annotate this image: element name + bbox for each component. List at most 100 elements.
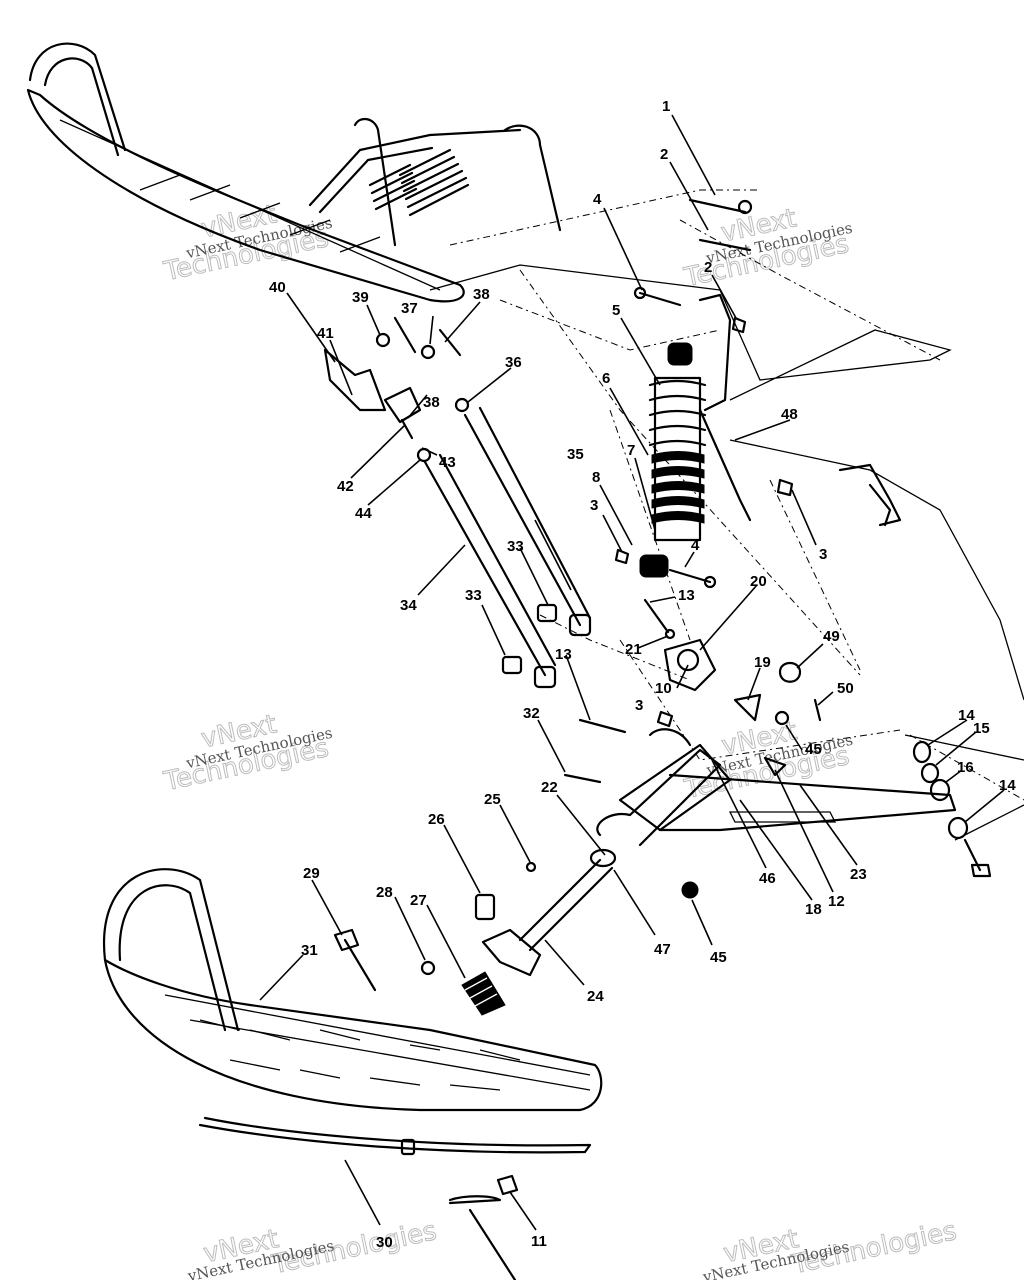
bolt-part-32 xyxy=(563,773,602,784)
ski-loop-part-31 xyxy=(102,868,240,1032)
callout-38-lower: 38 xyxy=(423,394,440,411)
nut-part-37 xyxy=(420,344,436,360)
shock-absorber xyxy=(614,198,794,728)
callout-26: 26 xyxy=(428,811,445,828)
callout-15: 15 xyxy=(973,720,990,737)
nut-part-21 xyxy=(664,628,676,640)
callout-8: 8 xyxy=(592,469,600,486)
callout-42: 42 xyxy=(337,478,354,495)
nut-part-3-left xyxy=(614,548,630,565)
spacer-part-15 xyxy=(920,762,940,784)
callout-13-upper: 13 xyxy=(678,587,695,604)
callout-29: 29 xyxy=(303,865,320,882)
callout-7: 7 xyxy=(627,442,635,459)
callout-31: 31 xyxy=(301,942,318,959)
spindle-part-24 xyxy=(518,858,602,942)
shock-top-bushing xyxy=(667,342,693,366)
callout-45-lower: 45 xyxy=(710,949,727,966)
nut-part-36 xyxy=(454,397,470,413)
callout-32: 32 xyxy=(523,705,540,722)
callout-22: 22 xyxy=(541,779,558,796)
callout-1: 1 xyxy=(662,98,670,115)
nut-part-28 xyxy=(420,960,436,976)
callout-18: 18 xyxy=(805,901,822,918)
callout-14-lower: 14 xyxy=(999,777,1016,794)
callout-16: 16 xyxy=(957,759,974,776)
callout-6: 6 xyxy=(602,370,610,387)
wear-bar-part-30 xyxy=(198,1116,592,1154)
rod-part-34-a xyxy=(423,460,547,677)
callout-38-upper: 38 xyxy=(473,286,490,303)
spring-part-27 xyxy=(461,971,506,1016)
bolt-part-1 xyxy=(688,198,747,214)
watermark-mid-right: vNext Technologies vNext Technologies xyxy=(681,716,855,806)
watermark-mid-left: vNext Technologies vNext Technologies xyxy=(160,709,334,798)
washer-part-14-upper xyxy=(912,740,932,764)
callout-34: 34 xyxy=(400,597,417,614)
lower-ski-assembly xyxy=(102,868,603,1280)
bolt-part-2 xyxy=(698,238,752,252)
callout-12: 12 xyxy=(828,893,845,910)
callout-40: 40 xyxy=(269,279,286,296)
callout-2: 2 xyxy=(660,146,668,163)
callout-25: 25 xyxy=(484,791,501,808)
watermarks: vNext Technologies vNext Technologies vN… xyxy=(160,199,959,1280)
callout-36: 36 xyxy=(505,354,522,371)
callout-19: 19 xyxy=(754,654,771,671)
bushing-part-33-upper xyxy=(536,603,558,623)
bolt-part-13-lower xyxy=(578,718,627,734)
bolt-part-25 xyxy=(525,861,537,873)
cotter-pin xyxy=(448,1195,502,1205)
callout-4-upper: 4 xyxy=(593,191,602,208)
nut-part-45-upper xyxy=(774,710,790,726)
bolt-part-4-upper xyxy=(638,291,682,307)
callout-47: 47 xyxy=(654,941,671,958)
bolt-part-13-upper xyxy=(643,598,670,634)
callout-4-lower: 4 xyxy=(691,537,700,554)
callout-2-b: 2 xyxy=(704,259,712,276)
callout-44: 44 xyxy=(355,505,372,522)
callout-49: 49 xyxy=(823,628,840,645)
bushing-part-16 xyxy=(929,778,951,802)
callout-45-upper: 45 xyxy=(805,741,822,758)
tie-rods xyxy=(323,316,592,689)
callout-14-upper: 14 xyxy=(958,707,975,724)
callout-20: 20 xyxy=(750,573,767,590)
callout-33-lower: 33 xyxy=(465,587,482,604)
callout-48: 48 xyxy=(781,406,798,423)
nut-part-3-upper xyxy=(731,316,747,334)
callout-27: 27 xyxy=(410,892,427,909)
shock-spring-coils xyxy=(648,379,707,524)
grease-fitting-part-50 xyxy=(813,698,822,722)
callout-5: 5 xyxy=(612,302,620,319)
bracket-part-12 xyxy=(763,756,787,777)
callout-numbers: 1 2 2 3 3 3 3 4 4 5 6 7 8 10 11 12 13 13… xyxy=(269,98,1016,1251)
arm-part-23 xyxy=(658,773,957,832)
callout-3-left: 3 xyxy=(590,497,598,514)
bracket-part-19 xyxy=(733,693,762,722)
callout-30: 30 xyxy=(376,1234,393,1251)
callout-43: 43 xyxy=(439,454,456,471)
callout-46: 46 xyxy=(759,870,776,887)
upper-spring xyxy=(368,148,470,217)
callout-10: 10 xyxy=(655,680,672,697)
bracket-part-41 xyxy=(323,348,387,412)
callout-23: 23 xyxy=(850,866,867,883)
leader-lines xyxy=(259,114,1005,1231)
rod-part-35-a xyxy=(463,413,582,627)
ski-part-31 xyxy=(103,958,603,1112)
callout-3-lower: 3 xyxy=(635,697,643,714)
bolt-part-4-lower xyxy=(668,568,712,584)
callout-41: 41 xyxy=(317,325,334,342)
callout-21: 21 xyxy=(625,641,642,658)
nut-part-45-lower xyxy=(681,881,699,899)
callout-39: 39 xyxy=(352,289,369,306)
callout-3-right: 3 xyxy=(819,546,827,563)
watermark-top-right: vNext Technologies vNext Technologies xyxy=(680,203,854,294)
nut-part-3-lower xyxy=(656,710,674,728)
watermark-bottom-right: vNext Technologies vNext Technologies xyxy=(700,1216,959,1280)
callout-24: 24 xyxy=(587,988,604,1005)
callout-37: 37 xyxy=(401,300,418,317)
callout-33-upper: 33 xyxy=(507,538,524,555)
